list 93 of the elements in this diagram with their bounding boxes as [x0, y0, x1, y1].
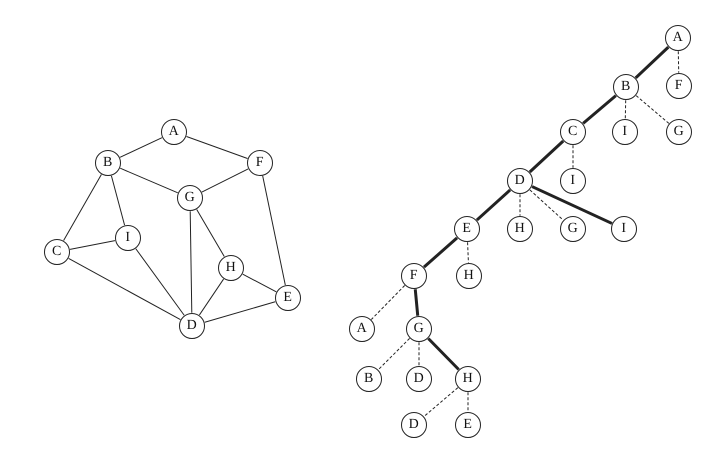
node-circle [114, 224, 141, 251]
edge-line [427, 337, 460, 371]
node-circle [664, 24, 691, 51]
node-label: G [568, 222, 578, 236]
node-label: I [622, 124, 628, 139]
dashed-edge [370, 285, 406, 320]
node-label: D [514, 174, 525, 188]
node-label: A [672, 30, 683, 45]
dashed-edge [678, 50, 680, 74]
node-circle [160, 118, 187, 145]
edge-line [582, 94, 617, 125]
node-label: H [514, 222, 525, 236]
node-circle [400, 262, 427, 289]
node-label: A [168, 124, 179, 139]
node-label: B [621, 80, 630, 94]
edge-line [262, 176, 286, 286]
edge-line [135, 248, 185, 316]
node-circle [94, 150, 121, 176]
node-label: C [568, 124, 578, 139]
node-label: E [462, 222, 471, 236]
edge-line [476, 188, 512, 222]
node-label: F [410, 268, 418, 283]
edge-line [204, 301, 276, 323]
edge-line [634, 46, 670, 79]
node-label: B [103, 156, 112, 170]
dashed-edge [529, 189, 564, 221]
node-label: H [462, 372, 473, 386]
edge-line [422, 236, 458, 268]
edge-line [63, 174, 102, 241]
node-circle [44, 238, 70, 265]
node-label: F [256, 156, 264, 170]
edge-line [120, 137, 162, 158]
node-label: G [184, 190, 195, 205]
node-circle [560, 216, 586, 242]
node-circle [506, 168, 533, 194]
node-label: D [408, 418, 419, 432]
node-circle [612, 74, 639, 100]
node-label: H [226, 260, 236, 275]
node-label: H [464, 268, 474, 283]
node-circle [406, 316, 432, 342]
node-circle [400, 412, 427, 438]
node-label: F [674, 78, 683, 93]
edge-line [196, 208, 225, 258]
dashed-edge [636, 95, 670, 124]
node-circle [560, 118, 586, 145]
edge-line [414, 289, 420, 316]
node-label: G [674, 124, 684, 139]
edge-line [201, 168, 249, 193]
edge-line [68, 258, 181, 320]
edge-line [190, 210, 192, 314]
node-label: I [125, 230, 130, 245]
node-circle [560, 168, 586, 194]
node-circle [454, 412, 481, 438]
edge-line [528, 140, 564, 174]
dashed-edge [624, 100, 626, 120]
node-label: E [283, 290, 292, 305]
node-circle [612, 118, 638, 145]
node-circle [348, 316, 375, 342]
node-circle [176, 184, 203, 211]
node-label: C [52, 244, 62, 259]
node-circle [246, 150, 273, 176]
node-circle [456, 262, 482, 289]
edge-line [110, 175, 126, 226]
dashed-edge [378, 338, 410, 370]
node-circle [356, 366, 382, 392]
dashed-edge [467, 242, 469, 264]
edge-line [120, 168, 178, 194]
node-circle [178, 312, 205, 339]
node-circle [610, 216, 637, 242]
edge-line [70, 240, 116, 250]
edge-line [242, 274, 277, 292]
node-label: E [463, 418, 472, 432]
node-circle [274, 284, 301, 311]
node-label: I [621, 222, 626, 236]
node-circle [666, 118, 692, 145]
node-circle [218, 254, 244, 281]
node-label: B [364, 372, 374, 386]
node-label: G [414, 322, 424, 336]
node-circle [506, 216, 533, 242]
node-label: D [186, 318, 197, 333]
node-circle [406, 366, 432, 392]
edge-line [531, 185, 613, 225]
dashed-edge [572, 144, 574, 168]
dashed-edge [418, 342, 420, 366]
node-circle [454, 366, 481, 392]
node-label: I [570, 174, 576, 188]
node-label: A [356, 322, 367, 336]
edge-line [198, 278, 224, 316]
node-circle [666, 72, 692, 99]
node-label: D [414, 372, 424, 386]
node-circle [454, 216, 480, 242]
edge-line [186, 136, 248, 159]
dashed-edge [424, 387, 458, 417]
